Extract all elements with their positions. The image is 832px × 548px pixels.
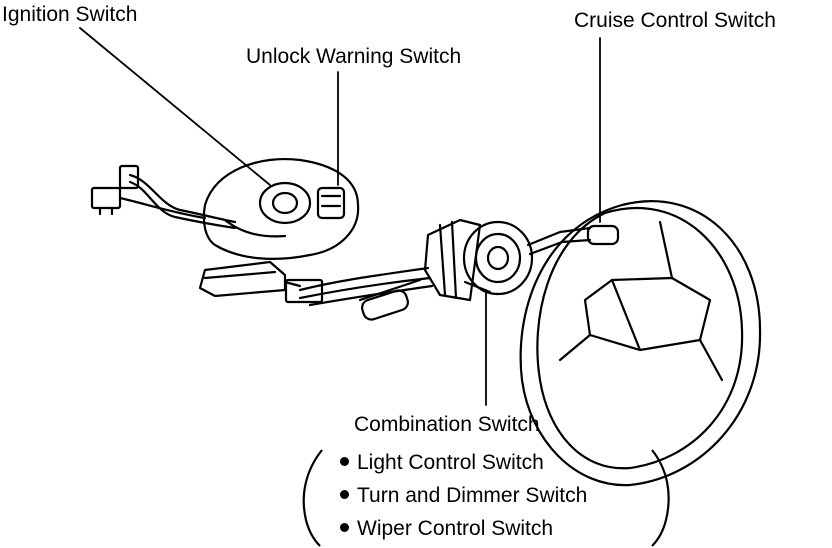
ignition-leader-line (79, 27, 271, 186)
light-control-switch-item: Light Control Switch (340, 452, 544, 473)
combination-switch-body (423, 218, 534, 302)
bullet-icon (340, 489, 349, 499)
cruise-control-lever (526, 224, 620, 256)
bullet-icon (340, 456, 349, 466)
wiper-control-switch-item: Wiper Control Switch (340, 518, 553, 539)
wiper-control-switch-label: Wiper Control Switch (357, 517, 554, 540)
turn-dimmer-switch-item: Turn and Dimmer Switch (340, 485, 587, 506)
ignition-switch-housing (202, 158, 360, 260)
combination-switch-label: Combination Switch (354, 413, 540, 436)
turn-dimmer-switch-label: Turn and Dimmer Switch (357, 484, 588, 507)
cruise-control-switch-label: Cruise Control Switch (574, 9, 776, 32)
unlock-warning-switch-label: Unlock Warning Switch (246, 45, 462, 68)
light-control-switch-label: Light Control Switch (357, 451, 544, 474)
turn-light-lever-and-connectors (198, 260, 434, 321)
steering-wheel (519, 200, 762, 487)
ignition-switch-label: Ignition Switch (2, 3, 138, 26)
bullet-icon (340, 522, 349, 532)
ignition-wiring (90, 164, 237, 230)
